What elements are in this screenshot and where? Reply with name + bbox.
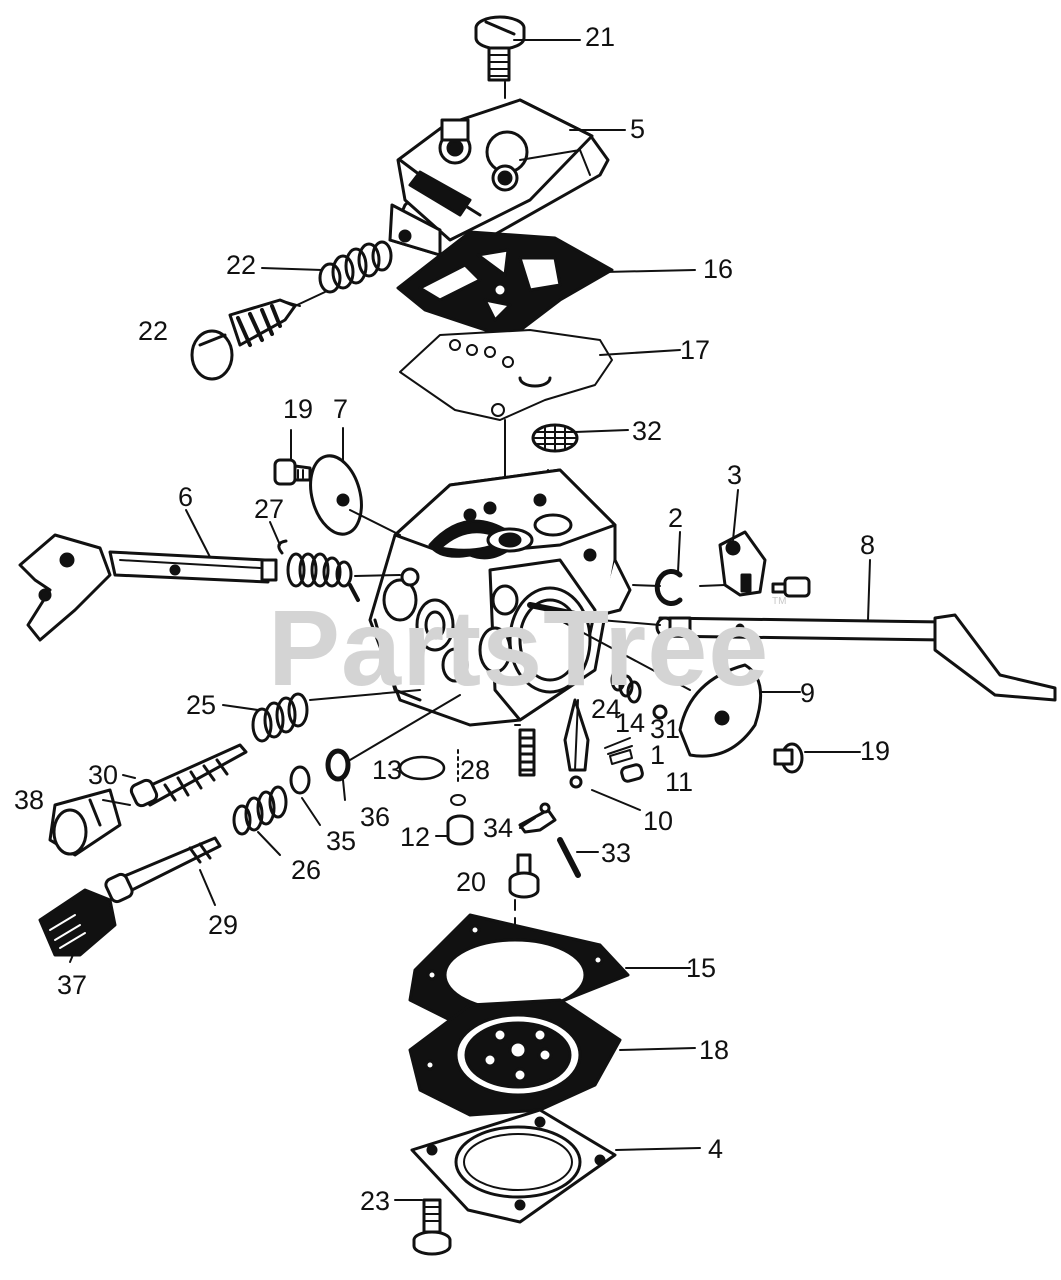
- leader-2-body: [632, 584, 661, 587]
- part-1-clip: [609, 749, 633, 765]
- callout-13: 13: [372, 755, 403, 785]
- watermark-trademark: TM: [772, 596, 787, 607]
- part-35-washer: [289, 765, 311, 795]
- callout-17: 17: [680, 335, 711, 365]
- part-12-plug: [446, 814, 474, 846]
- part-7-plate: [309, 454, 363, 536]
- part-10-needle: [563, 698, 590, 789]
- leader-27-body: [354, 574, 401, 577]
- callout-28: 28: [460, 755, 491, 785]
- callout-22-needle: 22: [138, 316, 169, 346]
- callout-leaders: [69, 39, 871, 1201]
- callout-33: 33: [601, 838, 632, 868]
- callout-1: 1: [650, 740, 666, 770]
- callout-10: 10: [643, 806, 674, 836]
- callout-9: 9: [800, 678, 816, 708]
- leader-36-body: [349, 694, 461, 761]
- part-21-screw: [474, 15, 526, 82]
- callout-27: 27: [254, 494, 285, 524]
- callout-32: 32: [632, 416, 663, 446]
- part-3-lever: [699, 530, 811, 598]
- part-34-lever: [518, 802, 557, 834]
- part-23-screw: [412, 1198, 452, 1256]
- part-19-screw-right: [773, 742, 804, 774]
- part-9-plate: [678, 663, 763, 758]
- part-spring-center: [518, 728, 536, 777]
- callout-35: 35: [326, 826, 357, 856]
- part-4-cover: [410, 1108, 617, 1224]
- part-25-spring: [251, 692, 309, 743]
- callout-20: 20: [456, 867, 487, 897]
- callout-7: 7: [333, 394, 349, 424]
- part-26-spring: [232, 785, 288, 836]
- part-37-cap: [38, 888, 117, 957]
- callout-29: 29: [208, 910, 239, 940]
- part-16-gasket: [396, 230, 614, 340]
- part-20-screw: [508, 853, 540, 899]
- part-38-cap: [48, 788, 122, 857]
- part-11-pin: [620, 763, 644, 783]
- callout-36: 36: [360, 802, 391, 832]
- part-18-diaphragm: [408, 998, 622, 1117]
- part-24-spring: [610, 668, 642, 704]
- callout-4: 4: [708, 1134, 724, 1164]
- part-33-pin: [557, 837, 581, 878]
- part-22-spring: [318, 240, 393, 294]
- part-30-needle: [129, 743, 248, 808]
- callout-38: 38: [14, 785, 45, 815]
- callout-5: 5: [630, 114, 646, 144]
- callout-11: 11: [665, 767, 694, 797]
- leader-8-body: [599, 619, 661, 626]
- callout-31: 31: [650, 714, 681, 744]
- carburetor-body: [368, 468, 632, 727]
- part-2-clip: [654, 569, 683, 606]
- callout-12: 12: [400, 822, 431, 852]
- part-28-plug: [450, 794, 466, 806]
- part-5-cover: [388, 98, 610, 257]
- part-27-spring: [277, 539, 360, 602]
- callout-30: 30: [88, 760, 119, 790]
- callout-26: 26: [291, 855, 322, 885]
- callout-15: 15: [686, 953, 717, 983]
- leader-needle: [294, 291, 326, 307]
- callout-37: 37: [57, 970, 88, 1000]
- callout-22-spring: 22: [226, 250, 257, 280]
- leader-25-body: [309, 689, 421, 701]
- part-8-choke-shaft: [655, 613, 1057, 702]
- part-36-oring: [325, 748, 351, 782]
- callout-3: 3: [727, 460, 743, 490]
- callout-34: 34: [483, 813, 514, 843]
- callout-8: 8: [860, 530, 876, 560]
- part-31-pin: [652, 704, 668, 720]
- leader-9-body: [549, 614, 691, 691]
- part-14-lever: [604, 737, 633, 755]
- callout-21: 21: [585, 22, 616, 52]
- part-32-screen: [531, 423, 579, 453]
- part-22-needle: [190, 298, 297, 381]
- part-17-diaphragm: [399, 329, 613, 421]
- callout-23: 23: [360, 1186, 391, 1216]
- callout-19-right: 19: [860, 736, 891, 766]
- leader-7-body: [349, 509, 401, 536]
- part-19-screw-top: [273, 458, 312, 486]
- callout-2: 2: [668, 503, 684, 533]
- callout-14: 14: [615, 708, 646, 738]
- callout-18: 18: [699, 1035, 730, 1065]
- callout-16: 16: [703, 254, 734, 284]
- callout-19-top: 19: [283, 394, 314, 424]
- callout-24: 24: [591, 694, 622, 724]
- callout-6: 6: [178, 482, 194, 512]
- part-29-needle: [104, 836, 222, 904]
- part-6-throttle-shaft: [18, 533, 278, 642]
- callout-25: 25: [186, 690, 217, 720]
- part-13-oring: [398, 755, 446, 781]
- watermark: PartsTree: [268, 587, 770, 708]
